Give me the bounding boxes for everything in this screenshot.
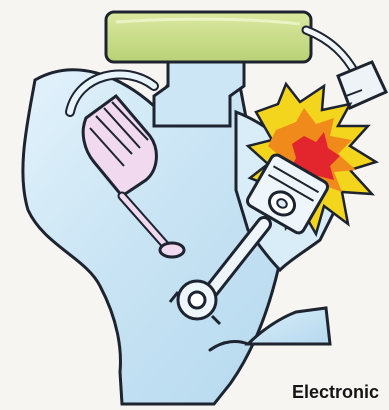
air-cleaner-icon [106,12,311,62]
carburetor-stem [154,62,244,126]
caption-label: Electronic [292,382,389,403]
spark-plug-wire [306,30,356,74]
spark-plug-icon [338,62,386,108]
